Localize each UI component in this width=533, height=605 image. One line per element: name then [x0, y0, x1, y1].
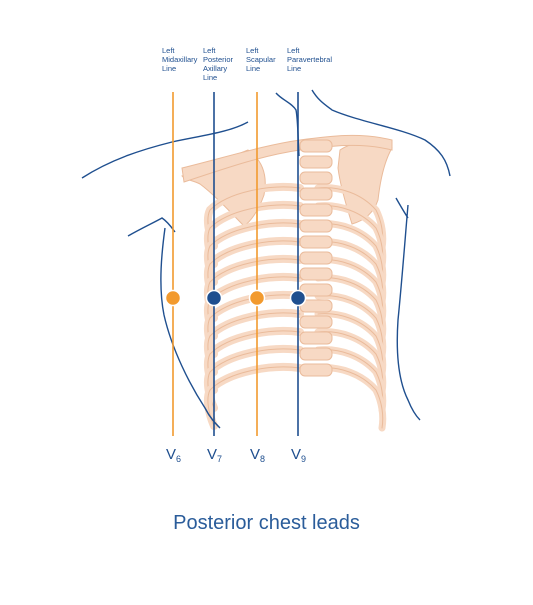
v9-lead-label: V9 — [291, 446, 306, 464]
line-label-text: Paravertebral — [287, 55, 333, 64]
vertebra — [299, 203, 333, 217]
rib-left-edge — [207, 366, 301, 427]
v6-lead-label: V6 — [166, 446, 181, 464]
line-label-text: Line — [287, 64, 302, 73]
rib-right — [314, 364, 387, 432]
line-label-text: Line — [162, 64, 177, 73]
spine — [299, 139, 333, 377]
shoulder-outline-left — [81, 121, 249, 179]
torso-outline-left — [160, 227, 221, 429]
line-label-text: Line — [203, 73, 218, 82]
vertebra — [299, 219, 333, 233]
line-label-text: Axillary — [203, 64, 228, 73]
v6-electrode — [164, 289, 182, 307]
line-label-text: Midaxillary — [162, 55, 198, 64]
line-label-text: Scapular — [246, 55, 276, 64]
vertebra — [299, 235, 333, 249]
vertebra — [299, 347, 333, 361]
lead-number: 8 — [260, 454, 266, 464]
armpit-outline-right — [395, 197, 409, 219]
line-label-text: Left — [162, 46, 175, 55]
neck-outline-right — [311, 89, 451, 177]
line-label-text: Left — [246, 46, 259, 55]
line-label-text: Line — [246, 64, 261, 73]
shoulder-girdle — [181, 134, 393, 183]
lead-letter: V — [250, 446, 261, 463]
vertebra — [299, 315, 333, 329]
line-label-text: Left — [287, 46, 300, 55]
lead-number: 6 — [176, 454, 182, 464]
torso-outline-right — [396, 204, 421, 421]
rib-right-edge — [317, 367, 384, 429]
line-label-text: Left — [203, 46, 216, 55]
vertebra — [299, 139, 333, 153]
vertebra — [299, 251, 333, 265]
lead-lines — [164, 92, 307, 436]
rib-cage — [203, 183, 387, 432]
v7-lead-label: V7 — [207, 446, 222, 464]
lead-number: 9 — [301, 454, 307, 464]
vertebra — [299, 363, 333, 377]
v8-electrode — [248, 289, 266, 307]
lead-letter: V — [166, 446, 177, 463]
lead-letter: V — [207, 446, 218, 463]
arm-outline-left — [127, 217, 176, 237]
v7-electrode — [205, 289, 223, 307]
vertebra — [299, 155, 333, 169]
v9-electrode — [289, 289, 307, 307]
rib-left — [203, 363, 304, 430]
line-label-text: Posterior — [203, 55, 234, 64]
v8-lead-label: V8 — [250, 446, 265, 464]
diagram-caption: Posterior chest leads — [173, 512, 360, 534]
lead-letter: V — [291, 446, 302, 463]
lead-number: 7 — [217, 454, 223, 464]
vertebra — [299, 187, 333, 201]
vertebra — [299, 331, 333, 345]
vertebra — [299, 267, 333, 281]
vertebra — [299, 171, 333, 185]
